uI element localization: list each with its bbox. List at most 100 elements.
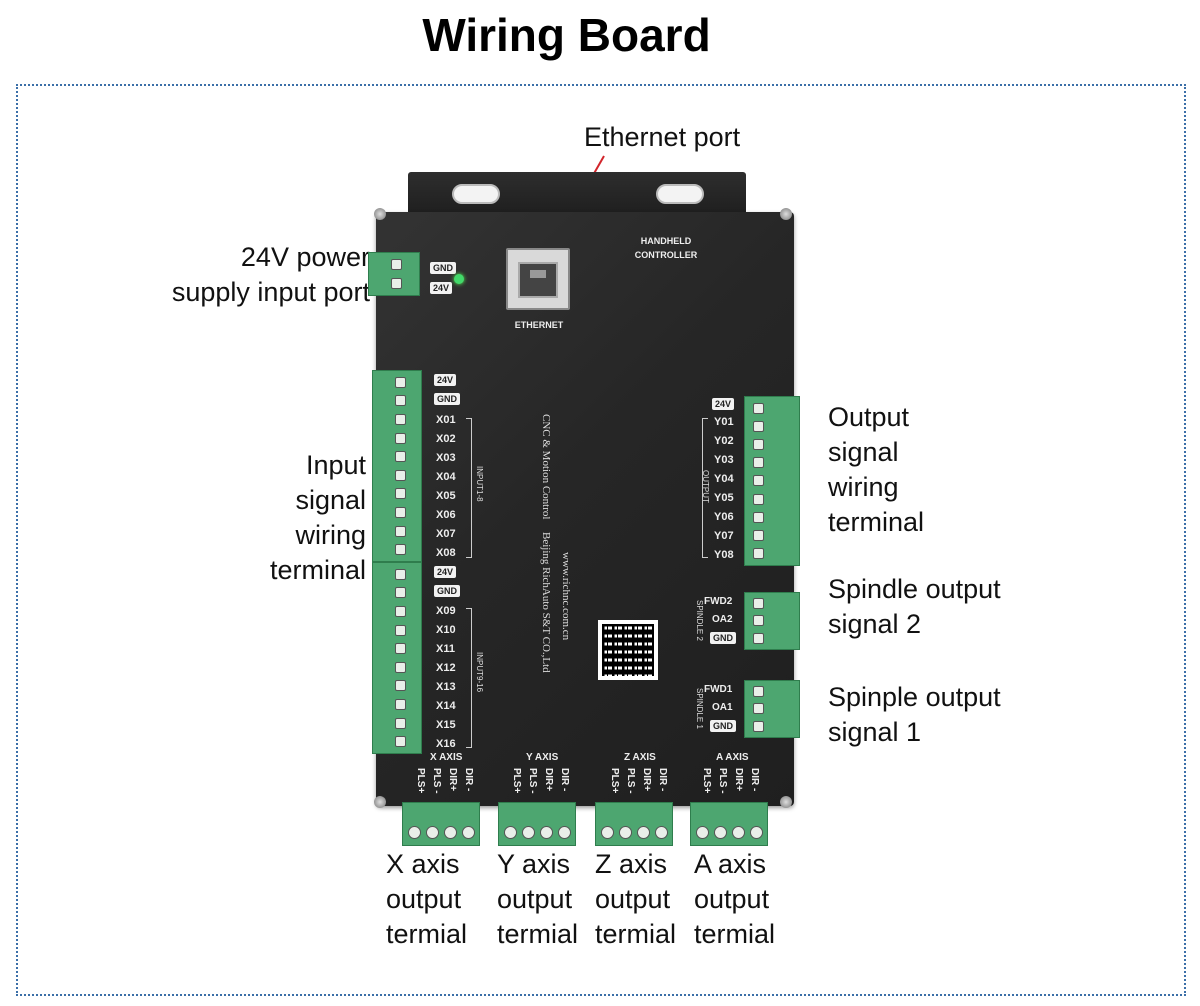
axis-x-dir-minus: DIR - [463, 768, 474, 792]
input2-group-label: INPUT9-16 [475, 652, 484, 693]
y-axis-terminal[interactable] [498, 802, 576, 846]
pin-x11: X11 [436, 643, 455, 655]
axis-z-dir-plus: DIR+ [641, 768, 652, 792]
screw-icon [780, 208, 792, 220]
spindle1-terminal[interactable] [744, 680, 800, 738]
diagram-frame [16, 84, 1186, 996]
pin-y06: Y06 [714, 511, 734, 523]
axis-x-dir-plus: DIR+ [447, 768, 458, 792]
pin-x04: X04 [436, 471, 456, 483]
input2-24v: 24V [434, 566, 457, 578]
axis-y-dir-plus: DIR+ [543, 768, 554, 792]
mounting-slot [656, 184, 704, 204]
callout-ethernet: Ethernet port [584, 122, 741, 152]
screw-icon [780, 796, 792, 808]
input2-bracket [466, 608, 472, 748]
screw-icon [374, 796, 386, 808]
pin-y05: Y05 [714, 492, 734, 504]
center-text-company: Beijing RichAuto S&T CO.,Ltd [540, 532, 552, 673]
pin-x07: X07 [436, 528, 456, 540]
output-terminal[interactable] [744, 396, 800, 566]
axis-z-pls-minus: PLS - [625, 768, 636, 794]
axis-y-dir-minus: DIR - [559, 768, 570, 792]
output-24v: 24V [712, 398, 735, 410]
spindle1-group-label: SPINDLE 1 [695, 688, 704, 729]
axis-y-pls-plus: PLS+ [511, 768, 522, 794]
qr-code-icon [598, 620, 658, 680]
page-title: Wiring Board [422, 9, 711, 61]
power-terminal[interactable] [368, 252, 420, 296]
axis-x-pls-plus: PLS+ [415, 768, 426, 794]
pin-x13: X13 [436, 681, 456, 693]
rj45-jack-icon [518, 262, 558, 298]
ethernet-port[interactable] [506, 248, 570, 310]
power-led-icon [454, 274, 464, 284]
center-text-web: www.richnc.com.cn [560, 552, 572, 641]
pin-gnd-spindle2: GND [710, 632, 736, 644]
axis-label-x: X AXIS [430, 752, 463, 763]
pin-y07: Y07 [714, 530, 734, 542]
pin-fwd2: FWD2 [704, 596, 733, 607]
pin-y02: Y02 [714, 435, 734, 447]
x-axis-terminal[interactable] [402, 802, 480, 846]
pin-x03: X03 [436, 452, 456, 464]
input2-gnd: GND [434, 585, 460, 597]
input1-gnd: GND [434, 393, 460, 405]
pin-oa2: OA2 [712, 614, 733, 625]
pin-x10: X10 [436, 624, 456, 636]
pin-oa1: OA1 [712, 702, 733, 713]
input1-bracket [466, 418, 472, 558]
mounting-flange [408, 172, 746, 222]
pin-y08: Y08 [714, 549, 734, 561]
input-terminal-1[interactable] [372, 370, 422, 562]
pin-y04: Y04 [714, 473, 734, 485]
center-text-cnc: CNC & Motion Control [540, 414, 552, 520]
pin-y01: Y01 [714, 416, 734, 428]
pin-x12: X12 [436, 662, 456, 674]
axis-a-pls-minus: PLS - [717, 768, 728, 794]
input-terminal-2[interactable] [372, 562, 422, 754]
a-axis-terminal[interactable] [690, 802, 768, 846]
pin-x02: X02 [436, 433, 456, 445]
axis-a-pls-plus: PLS+ [701, 768, 712, 794]
output-group-label: OUTPUT [701, 470, 710, 503]
pin-x14: X14 [436, 700, 456, 712]
pin-x01: X01 [436, 414, 456, 426]
pin-x15: X15 [436, 719, 456, 731]
axis-label-z: Z AXIS [624, 752, 656, 763]
axis-a-dir-plus: DIR+ [733, 768, 744, 792]
pin-x16: X16 [436, 738, 456, 750]
spindle2-terminal[interactable] [744, 592, 800, 650]
ethernet-label: ETHERNET [514, 320, 564, 330]
axis-z-pls-plus: PLS+ [609, 768, 620, 794]
axis-label-a: A AXIS [716, 752, 749, 763]
z-axis-terminal[interactable] [595, 802, 673, 846]
pin-x08: X08 [436, 547, 456, 559]
screw-icon [374, 208, 386, 220]
axis-x-pls-minus: PLS - [431, 768, 442, 794]
power-pin-24v: 24V [430, 282, 453, 294]
axis-z-dir-minus: DIR - [657, 768, 668, 792]
pin-fwd1: FWD1 [704, 684, 733, 695]
output-bracket [702, 418, 708, 558]
pin-x05: X05 [436, 490, 456, 502]
spindle2-group-label: SPINDLE 2 [695, 600, 704, 641]
axis-y-pls-minus: PLS - [527, 768, 538, 794]
pin-x09: X09 [436, 605, 456, 617]
axis-label-y: Y AXIS [526, 752, 559, 763]
input1-group-label: INPUT1-8 [475, 466, 484, 502]
power-pin-gnd: GND [430, 262, 456, 274]
pin-y03: Y03 [714, 454, 734, 466]
